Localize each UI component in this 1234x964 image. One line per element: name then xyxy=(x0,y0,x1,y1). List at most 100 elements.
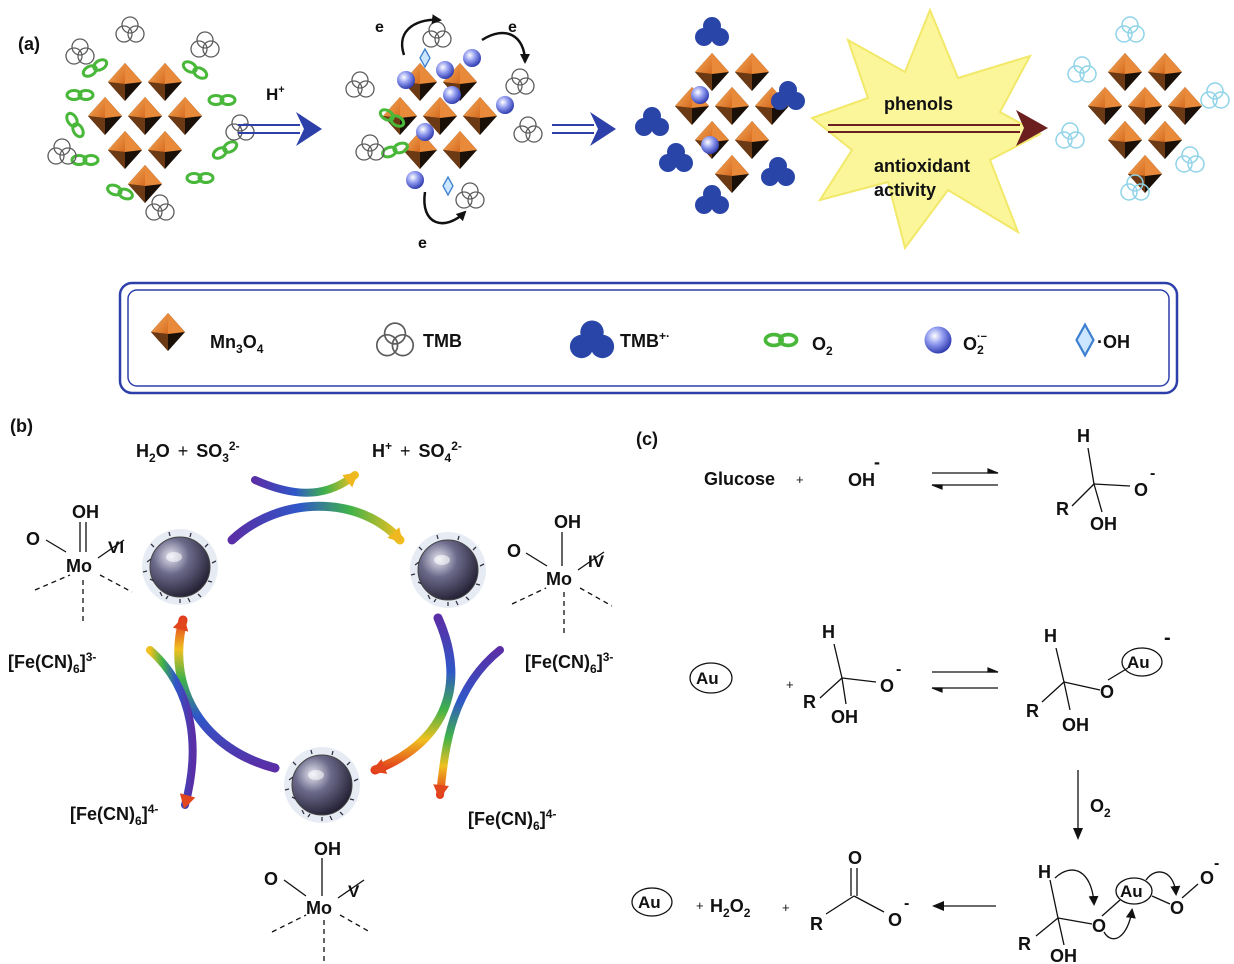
carboxylate-r: R xyxy=(810,914,823,934)
c3-r: R xyxy=(1026,701,1039,721)
c2-o: O xyxy=(880,676,894,696)
mo-iv-mo: Mo xyxy=(546,569,572,589)
carboxylate-charge: - xyxy=(904,895,909,912)
legend-mn3o4-label: Mn3O4 xyxy=(210,332,264,356)
mo-iv-complex xyxy=(511,532,613,634)
mo-iv-o: O xyxy=(507,541,521,561)
peroxo-intermediate xyxy=(1035,869,1199,946)
mo-vi-complex xyxy=(34,522,133,622)
mo-vi-o: O xyxy=(26,529,40,549)
mn3o4-cluster-initial xyxy=(88,63,202,203)
c4-o2a: O xyxy=(1170,898,1184,918)
c1-o: O xyxy=(1134,480,1148,500)
c4-r: R xyxy=(1018,934,1031,954)
product-arrow xyxy=(932,901,996,911)
acid-arrow: H+ xyxy=(238,84,322,146)
mo-iv-state: IV xyxy=(588,552,605,571)
hydroxide-charge: - xyxy=(874,452,880,472)
legend-mn3o4-symbol xyxy=(151,313,185,351)
c2-r: R xyxy=(803,692,816,712)
ferricyanide-left: [Fe(CN)6]3- xyxy=(8,650,96,676)
gold-np-1: Au xyxy=(689,662,733,694)
c4-h: H xyxy=(1038,862,1051,882)
mo-v-state: V xyxy=(348,882,360,901)
activity-label: activity xyxy=(874,180,936,200)
au-label-1: Au xyxy=(696,669,719,688)
hydroxide-label: OH xyxy=(848,470,875,490)
plus-1: + xyxy=(796,472,804,487)
water-sulfite-label: H2O+SO32- xyxy=(136,439,240,465)
electron-label-2: e xyxy=(508,19,517,36)
panel-a-label: (a) xyxy=(18,34,40,54)
hemiacetal-anion-1 xyxy=(1071,447,1131,513)
h-plus-label: H+ xyxy=(266,84,285,104)
glucose-label: Glucose xyxy=(704,469,775,489)
c3-h: H xyxy=(1044,626,1057,646)
gold-np-regenerated: Au xyxy=(631,887,673,917)
plus-4: + xyxy=(782,900,790,915)
c1-r: R xyxy=(1056,499,1069,519)
mo-v-complex xyxy=(271,858,371,962)
c3-o: O xyxy=(1100,682,1114,702)
au-alkoxide-complex xyxy=(1041,647,1163,711)
ferrocyanide-right: [Fe(CN)6]4- xyxy=(468,807,556,833)
c4-o: O xyxy=(1092,916,1106,936)
plus-3: + xyxy=(696,898,704,913)
au-label-3: Au xyxy=(1120,882,1143,901)
carboxylate-o-top: O xyxy=(848,848,862,868)
ferricyanide-right: [Fe(CN)6]3- xyxy=(525,650,613,676)
c2-o-charge: - xyxy=(896,661,901,678)
antioxidant-burst: phenols antioxidant activity xyxy=(809,7,1048,251)
c4-charge: - xyxy=(1214,855,1219,872)
panel-c-label: (c) xyxy=(636,429,658,449)
nanoparticle-mo-v xyxy=(283,746,361,824)
carboxylate-o-right: O xyxy=(888,910,902,930)
mo-vi-mo: Mo xyxy=(66,556,92,576)
c1-h: H xyxy=(1077,426,1090,446)
nanoparticle-mo-vi xyxy=(141,528,219,606)
legend-hydroxyl-label: ·OH xyxy=(1097,332,1130,352)
hemiacetal-anion-2 xyxy=(819,643,877,705)
ferrocyanide-left: [Fe(CN)6]4- xyxy=(70,802,158,828)
panel-b-label: (b) xyxy=(10,416,33,436)
c1-oh: OH xyxy=(1090,514,1117,534)
legend-superoxide-label: O·−2 xyxy=(963,331,987,357)
mo-vi-oh: OH xyxy=(72,502,99,522)
oxidation-arrow xyxy=(552,112,616,146)
equilibrium-arrows-1 xyxy=(931,468,999,490)
electron-label-1: e xyxy=(375,19,384,36)
phenols-label: phenols xyxy=(884,94,953,114)
cycle-arrows xyxy=(146,471,504,809)
equilibrium-arrows-2 xyxy=(931,667,999,693)
c3-charge: - xyxy=(1164,627,1171,649)
au-label-4: Au xyxy=(638,893,661,912)
electron-label-3: e xyxy=(418,235,427,252)
c4-oh: OH xyxy=(1050,946,1077,964)
c4-o2b: O xyxy=(1200,868,1214,888)
legend-tmb-oxidized-label: TMB+· xyxy=(620,329,670,351)
legend-o2-label: O2 xyxy=(812,334,833,358)
oxygen-arrow: O2 xyxy=(1073,770,1111,840)
mo-iv-oh: OH xyxy=(554,512,581,532)
legend-box: Mn3O4 TMB TMB+· O2 O·−2 ·OH xyxy=(118,281,1179,395)
c2-h: H xyxy=(822,622,835,642)
mo-v-mo: Mo xyxy=(306,898,332,918)
panel-a: (a) H+ xyxy=(18,7,1230,395)
electron-transfer-arrows xyxy=(400,14,530,225)
mo-vi-state: VI xyxy=(108,538,124,557)
antioxidant-label: antioxidant xyxy=(874,156,970,176)
mo-v-o: O xyxy=(264,869,278,889)
carboxylate xyxy=(825,868,885,915)
mo-v-oh: OH xyxy=(314,839,341,859)
nanoparticle-mo-iv xyxy=(409,531,487,609)
legend-tmb-label: TMB xyxy=(423,331,462,351)
hydrogen-peroxide: H2O2 xyxy=(710,896,751,920)
plus-2: + xyxy=(786,677,794,692)
proton-sulfate-label: H++SO42- xyxy=(372,439,462,465)
c1-o-charge: - xyxy=(1150,465,1155,482)
c3-oh: OH xyxy=(1062,715,1089,735)
oxygen-label: O2 xyxy=(1090,796,1111,820)
c2-oh: OH xyxy=(831,707,858,727)
au-label-2: Au xyxy=(1127,653,1150,672)
